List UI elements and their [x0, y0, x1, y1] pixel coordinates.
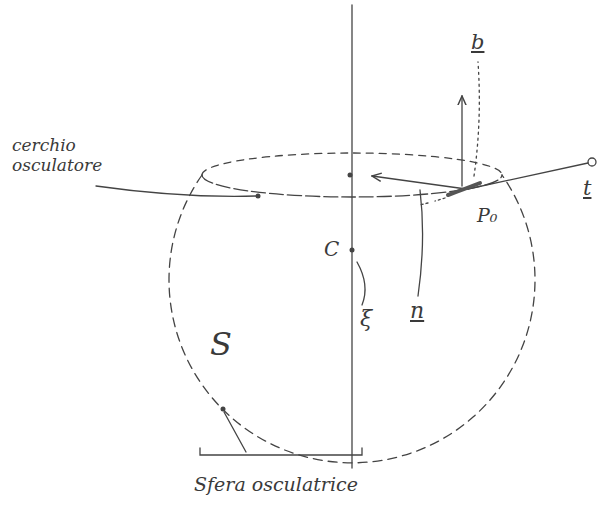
- normal-vector: [372, 176, 466, 189]
- vector-label: b: [471, 30, 484, 54]
- sphere-point: [221, 407, 226, 412]
- circle-center: [348, 173, 353, 178]
- circle-front: [202, 175, 502, 197]
- n-leader: [418, 190, 423, 296]
- xi-label: ξ: [360, 306, 372, 331]
- circle-point: [256, 194, 261, 199]
- curve-dotted: [420, 198, 445, 205]
- sphere-leader: [224, 412, 246, 452]
- binormal-vector: [461, 96, 462, 186]
- xi-leader: [357, 262, 365, 305]
- binormal-leader: [474, 62, 479, 176]
- circle-leader: [96, 186, 256, 196]
- vector-label: t: [583, 176, 591, 200]
- center-label: C: [324, 238, 339, 261]
- circle-label: cerchio osculatore: [12, 136, 124, 175]
- sphere-symbol: S: [210, 326, 232, 363]
- bracket: [200, 448, 362, 455]
- curve-piece: [448, 183, 480, 195]
- tangent-line: [468, 163, 588, 189]
- center-c-dot: [350, 248, 355, 253]
- point-label: P₀: [477, 205, 497, 227]
- sphere-outline: [169, 175, 535, 463]
- tangent-end: [588, 158, 596, 166]
- sphere-label: Sfera osculatrice: [194, 474, 358, 496]
- axis-line: [351, 5, 352, 468]
- vector-label: n: [410, 298, 424, 323]
- circle-back: [202, 153, 502, 175]
